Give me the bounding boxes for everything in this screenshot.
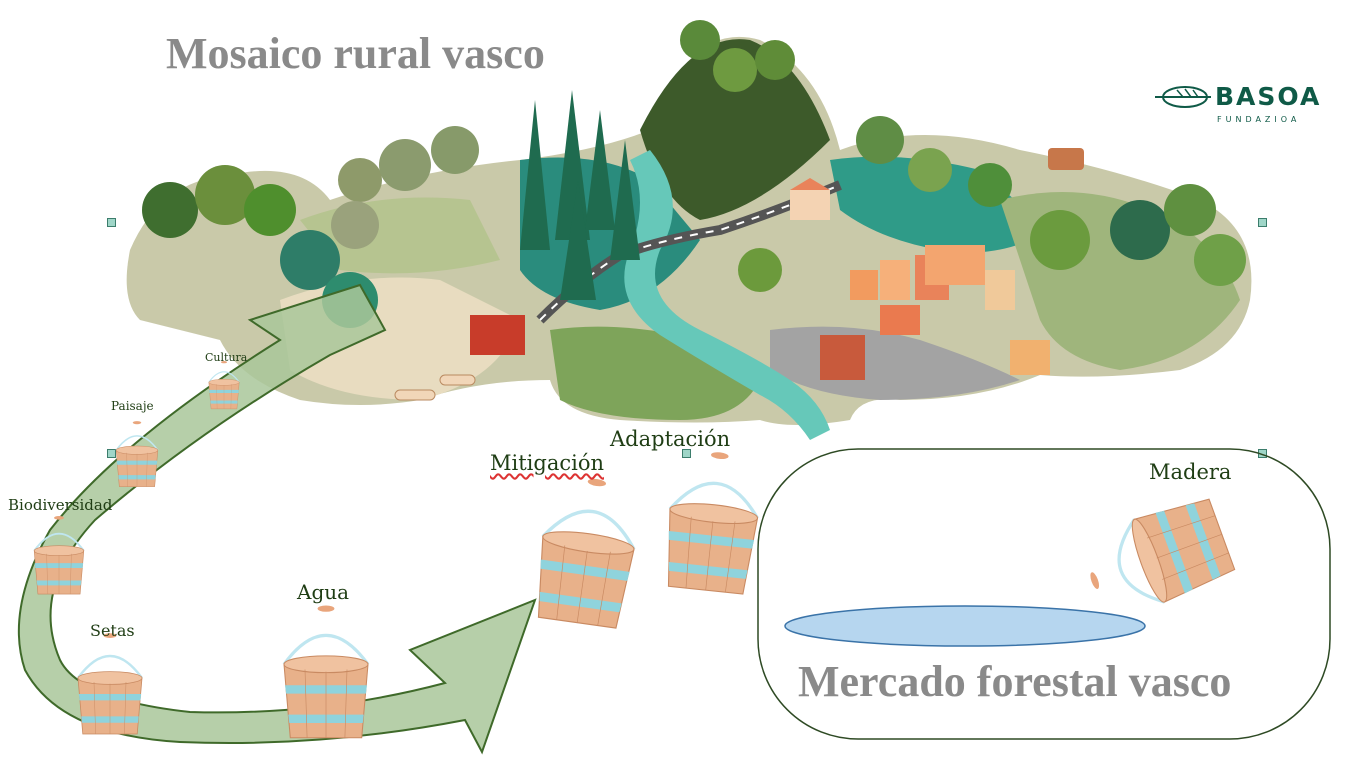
logo-name: BASOA	[1215, 82, 1322, 111]
houses	[790, 178, 1050, 380]
label-mitigacion: Mitigación	[490, 451, 604, 475]
river	[624, 150, 830, 440]
bucket-biodiversidad	[33, 515, 85, 596]
label-agua: Agua	[297, 580, 350, 604]
selection-handle[interactable]	[107, 218, 116, 227]
label-biodiversidad: Biodiversidad	[8, 496, 113, 514]
selection-handle[interactable]	[1258, 218, 1267, 227]
label-setas: Setas	[90, 621, 135, 640]
logo-subtitle: FUNDAZIOA	[1217, 115, 1301, 124]
selection-handle[interactable]	[107, 449, 116, 458]
market-title: Mercado forestal vasco	[798, 657, 1232, 706]
basoa-logo: BASOA FUNDAZIOA	[1155, 82, 1319, 124]
logs	[394, 374, 476, 401]
page-title: Mosaico rural vasco	[166, 29, 545, 78]
bucket-setas	[76, 632, 144, 736]
truck	[470, 315, 525, 355]
label-paisaje: Paisaje	[111, 399, 154, 413]
arrow-shape	[17, 283, 537, 755]
label-cultura: Cultura	[205, 351, 248, 364]
selection-handle[interactable]	[682, 449, 691, 458]
bucket-cultura	[208, 360, 240, 410]
leaf-icon	[1155, 86, 1211, 108]
bucket-adaptacion	[660, 446, 766, 597]
bucket-mitigacion	[529, 471, 645, 631]
bucket-madera	[1074, 491, 1239, 625]
label-adaptacion: Adaptación	[610, 427, 731, 451]
cow	[1048, 148, 1084, 170]
water-pool	[784, 605, 1146, 647]
bucket-paisaje	[115, 420, 159, 488]
field-teal-right	[830, 156, 1050, 253]
hill-dark	[640, 39, 830, 220]
bucket-agua	[282, 603, 370, 740]
conifers	[520, 90, 640, 300]
market-box	[757, 448, 1331, 740]
label-madera: Madera	[1149, 460, 1232, 484]
